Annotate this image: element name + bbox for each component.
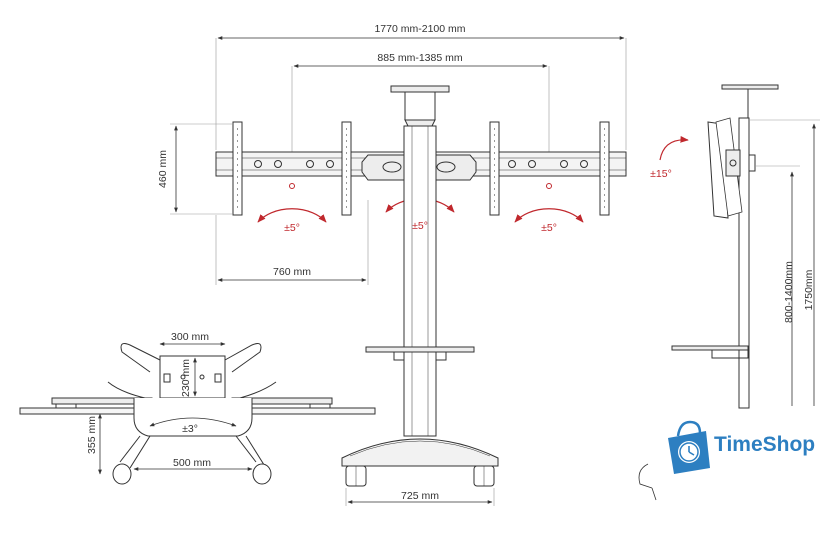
- label-bracket-width: 760 mm: [273, 266, 311, 278]
- label-plate-width: 300 mm: [171, 331, 209, 343]
- label-top-base-width: 500 mm: [173, 457, 211, 469]
- label-bracket-height: 460 mm: [157, 150, 169, 188]
- dimension-bracket-height: [170, 123, 232, 215]
- label-side-tilt: ±15°: [650, 168, 672, 180]
- label-base-depth: 355 mm: [86, 416, 98, 454]
- label-tilt-left: ±5°: [284, 222, 300, 234]
- timeshop-logo: TimeShop: [668, 420, 815, 474]
- shopping-bag-clock-icon: [668, 420, 710, 474]
- label-mount-span: 885 mm-1385 mm: [377, 52, 462, 64]
- dimension-overall-width: [215, 36, 627, 150]
- side-view: [638, 84, 820, 501]
- base: [341, 438, 499, 487]
- label-plate-depth: 230 mm: [180, 359, 192, 397]
- dimension-base-width: [345, 488, 495, 506]
- dimension-mount-span: [291, 64, 550, 160]
- middle-shelf: [365, 346, 475, 361]
- label-overall-width: 1770 mm-2100 mm: [374, 23, 465, 35]
- label-mount-height-range: 800-1400mm: [783, 261, 795, 323]
- label-tilt-center: ±5°: [412, 220, 428, 232]
- column: [403, 125, 437, 437]
- dimension-bracket-width: [215, 200, 369, 285]
- top-view: [19, 342, 376, 485]
- label-base-width: 725 mm: [401, 490, 439, 502]
- front-view: [170, 36, 627, 506]
- label-total-height: 1750mm: [803, 269, 815, 310]
- label-rotation: ±3°: [182, 423, 198, 435]
- label-tilt-right: ±5°: [541, 222, 557, 234]
- vertical-brackets: [232, 121, 610, 216]
- brand-name: TimeShop: [714, 433, 815, 456]
- top-shelf: [390, 85, 450, 127]
